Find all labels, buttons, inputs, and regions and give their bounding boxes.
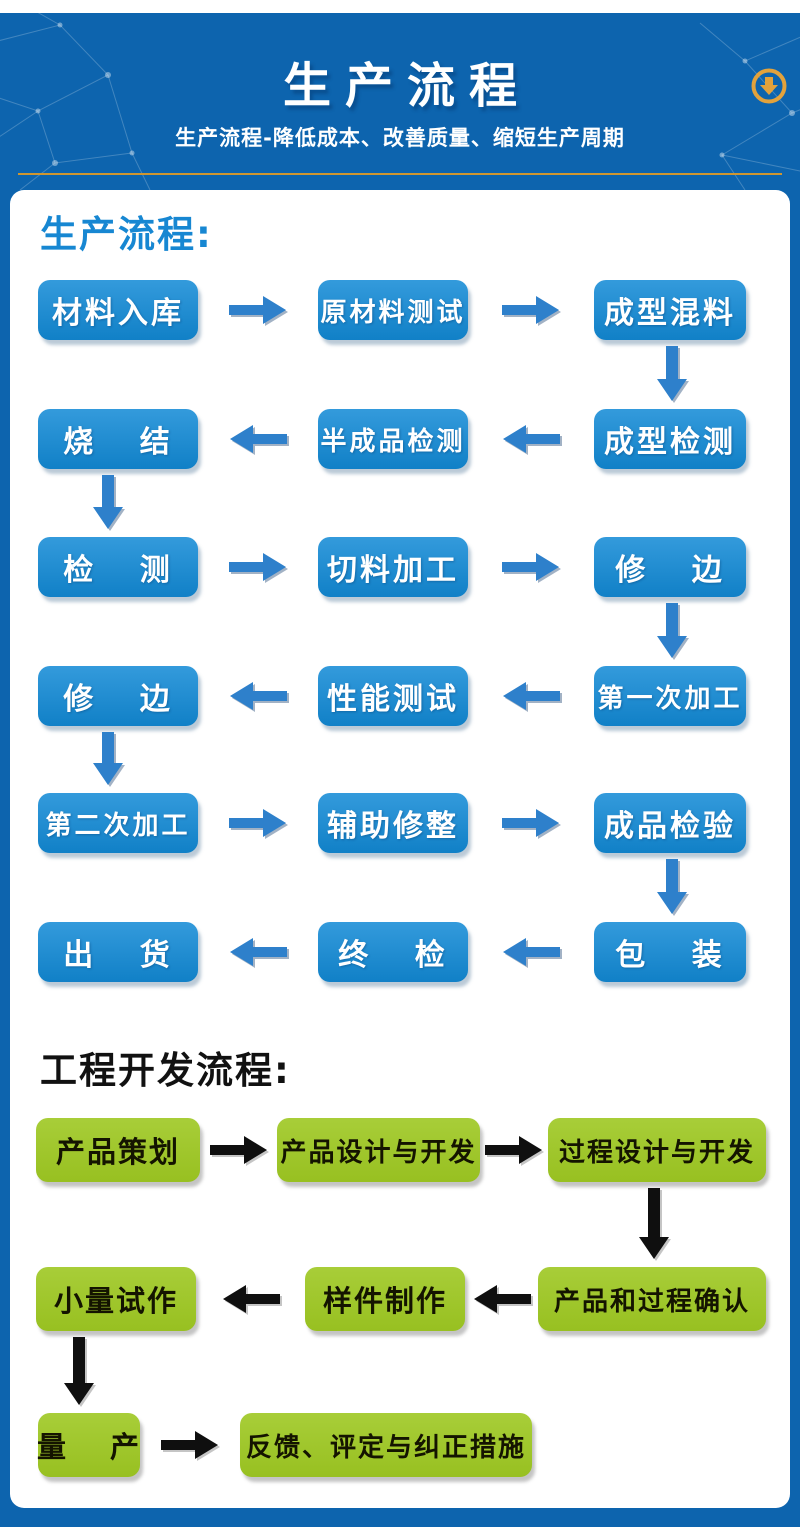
production-flow-heading: 生产流程:: [40, 213, 213, 256]
flow-step-production-flow-r5-c3: 成品检验: [594, 793, 746, 853]
gold-divider: [18, 173, 782, 175]
flow-arrow-left-icon: [229, 681, 287, 711]
flow-arrow-down-icon: [638, 1188, 670, 1259]
flow-step-production-flow-r2-c1: 烧 结: [38, 409, 198, 469]
flow-step-production-flow-r3-c2: 切料加工: [318, 537, 468, 597]
flow-step-production-flow-r6-c1: 出 货: [38, 922, 198, 982]
flow-step-production-flow-r1-c1: 材料入库: [38, 280, 198, 340]
flow-step-production-flow-r5-c1: 第二次加工: [38, 793, 198, 853]
flow-arrow-right-icon: [502, 552, 560, 582]
flow-step-production-flow-r6-c3: 包 装: [594, 922, 746, 982]
flow-arrow-left-icon: [222, 1284, 280, 1314]
flow-arrow-right-icon: [229, 552, 287, 582]
flow-arrow-down-icon: [92, 732, 124, 785]
flow-step-production-flow-r4-c2: 性能测试: [318, 666, 468, 726]
content-card: 生产流程: 工程开发流程: 材料入库 原材料测试 成型混料烧 结 半成品检测 成型检测检…: [10, 190, 790, 1508]
flow-step-engineering-flow-r3-c1: 量 产: [37, 1413, 140, 1477]
flow-arrow-left-icon: [473, 1284, 531, 1314]
flow-arrow-down-icon: [656, 346, 688, 401]
flow-step-engineering-flow-r1-c2: 产品设计与开发: [277, 1118, 480, 1182]
flow-step-engineering-flow-r2-c3: 产品和过程确认: [538, 1267, 766, 1331]
flow-arrow-left-icon: [502, 424, 560, 454]
top-white-strip: [0, 0, 800, 13]
flow-step-production-flow-r6-c2: 终 检: [318, 922, 468, 982]
flow-arrow-left-icon: [229, 424, 287, 454]
flow-step-production-flow-r5-c2: 辅助修整: [318, 793, 468, 853]
flow-step-engineering-flow-r3-c2: 反馈、评定与纠正措施: [240, 1413, 532, 1477]
page-title: 生产流程: [282, 58, 531, 114]
flow-arrow-left-icon: [229, 937, 287, 967]
engineering-flow-heading: 工程开发流程:: [40, 1049, 291, 1092]
flow-arrow-down-icon: [92, 475, 124, 529]
flow-step-engineering-flow-r1-c1: 产品策划: [36, 1118, 200, 1182]
flow-arrow-down-icon: [656, 859, 688, 914]
flow-arrow-left-icon: [502, 681, 560, 711]
flow-step-production-flow-r3-c1: 检 测: [38, 537, 198, 597]
flow-arrow-right-icon: [229, 808, 287, 838]
flow-step-engineering-flow-r1-c3: 过程设计与开发: [548, 1118, 766, 1182]
flow-step-production-flow-r1-c2: 原材料测试: [318, 280, 468, 340]
flow-step-production-flow-r1-c3: 成型混料: [594, 280, 746, 340]
circle-down-arrow-icon[interactable]: [750, 67, 788, 105]
flow-arrow-down-icon: [63, 1337, 95, 1405]
flow-step-engineering-flow-r2-c1: 小量试作: [36, 1267, 196, 1331]
flow-arrow-right-icon: [485, 1135, 543, 1165]
flow-step-production-flow-r3-c3: 修 边: [594, 537, 746, 597]
flow-arrow-down-icon: [656, 603, 688, 658]
flow-arrow-right-icon: [209, 1135, 268, 1165]
flow-step-production-flow-r4-c1: 修 边: [38, 666, 198, 726]
page-subtitle: 生产流程-降低成本、改善质量、缩短生产周期: [175, 126, 625, 150]
flow-step-production-flow-r4-c3: 第一次加工: [594, 666, 746, 726]
flow-step-engineering-flow-r2-c2: 样件制作: [305, 1267, 465, 1331]
flow-arrow-right-icon: [502, 295, 560, 325]
flow-step-production-flow-r2-c2: 半成品检测: [318, 409, 468, 469]
flow-arrow-left-icon: [502, 937, 560, 967]
flow-arrow-right-icon: [229, 295, 287, 325]
flow-arrow-right-icon: [502, 808, 560, 838]
page-header: 生产流程 生产流程-降低成本、改善质量、缩短生产周期: [0, 13, 800, 190]
flow-arrow-right-icon: [161, 1430, 219, 1460]
flow-step-production-flow-r2-c3: 成型检测: [594, 409, 746, 469]
